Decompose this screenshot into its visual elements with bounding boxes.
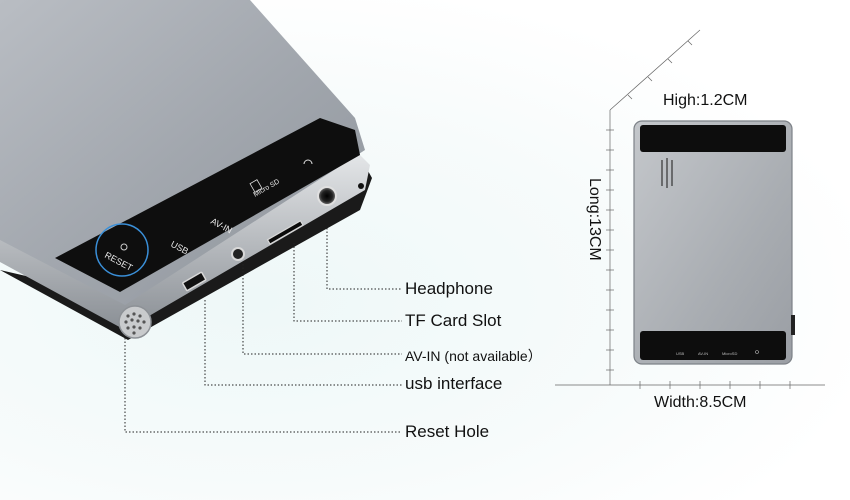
height-dimension-label: High:1.2CM (663, 92, 748, 109)
reset-hole-label: Reset Hole (405, 422, 490, 441)
speaker-grille (118, 305, 152, 339)
device-top-bezel (640, 125, 786, 152)
headphone-jack (317, 186, 337, 206)
right-microsd-label: MicroSD (722, 351, 737, 356)
device-body (0, 0, 365, 305)
width-dimension-label: Width:8.5CM (654, 394, 747, 411)
leader-lines (124, 228, 402, 433)
headphone-icon (303, 159, 313, 165)
right-avin-label: AV-IN (698, 351, 708, 356)
side-hole (358, 183, 364, 189)
device-front-panel (55, 118, 360, 292)
device-bottom-bezel (640, 331, 786, 360)
speaker-grille-dots (124, 312, 146, 335)
length-dimension-label: Long:13CM (586, 178, 603, 261)
reset-highlight-ring (95, 223, 149, 277)
side-button (791, 315, 795, 335)
dimension-lines (555, 29, 825, 386)
microsd-icon (249, 179, 263, 193)
avin-port (231, 247, 245, 261)
av-in-label: AV-IN (not available） (405, 348, 542, 364)
tf-card-slot (266, 219, 304, 245)
right-usb-label: USB (676, 351, 685, 356)
right-headphone-icon (755, 350, 759, 354)
usb-port (182, 271, 207, 292)
headphone-label: Headphone (405, 279, 493, 298)
speaker-slots (661, 158, 673, 188)
dimension-ticks (606, 40, 791, 389)
reset-hole-icon (120, 243, 128, 251)
device-front-view (633, 120, 793, 365)
usb-interface-label: usb interface (405, 374, 503, 393)
tf-card-slot-label: TF Card Slot (405, 311, 502, 330)
